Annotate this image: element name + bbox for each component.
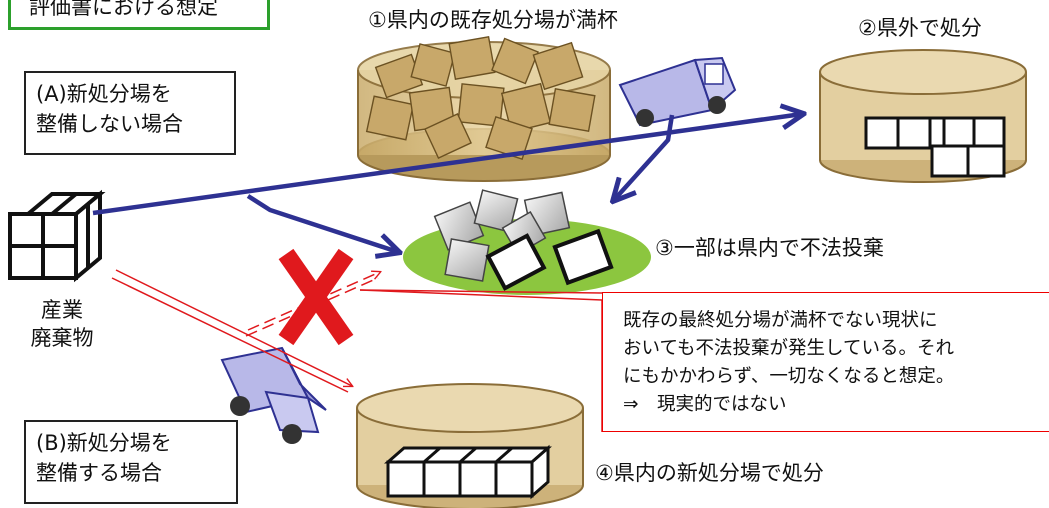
arrow-out-of-pref-to-dump <box>614 114 675 200</box>
truck-bottom-icon <box>220 346 327 444</box>
truck-top-icon <box>618 56 737 127</box>
arrow-to-new-landfill-b <box>111 277 349 393</box>
label-full-landfill: ①県内の既存処分場が満杯 <box>368 8 618 32</box>
callout-line4: ⇒ 現実的ではない <box>623 394 787 415</box>
scenario-b-line2: 整備する場合 <box>36 461 162 485</box>
landfill-out-of-pref-icon <box>819 49 1027 183</box>
callout-box: 既存の最終処分場が満杯でない現状に おいても不法投棄が発生している。それ にもか… <box>602 292 1049 432</box>
red-x-icon <box>278 248 354 346</box>
callout-line3: にもかかわらず、一切なくなると想定。 <box>623 366 955 387</box>
callout-line1: 既存の最終処分場が満杯でない現状に <box>623 310 938 331</box>
blue-arrows <box>92 114 802 252</box>
waste-line1: 産業 <box>41 298 83 322</box>
label-new-landfill: ④県内の新処分場で処分 <box>595 461 824 485</box>
label-illegal-dumping: ③一部は県内で不法投棄 <box>655 236 884 260</box>
scenario-a-line2: 整備しない場合 <box>36 112 183 136</box>
callout-line2: おいても不法投棄が発生している。それ <box>623 338 954 359</box>
callout-connector-top <box>359 289 603 294</box>
industrial-waste-cube-icon <box>8 189 106 283</box>
scenario-b-line1: (B)新処分場を <box>36 431 172 455</box>
scenario-b-box: (B)新処分場を 整備する場合 <box>24 420 238 504</box>
illegal-dump-site-icon <box>403 189 651 295</box>
header-label: 評価書における想定 <box>29 0 218 19</box>
label-industrial-waste: 産業 廃棄物 <box>24 296 100 352</box>
label-out-of-pref: ②県外で処分 <box>858 16 982 40</box>
landfill-full-icon <box>357 35 611 182</box>
scenario-a-box: (A)新処分場を 整備しない場合 <box>24 71 236 155</box>
waste-line2: 廃棄物 <box>30 326 94 350</box>
landfill-new-icon <box>356 383 584 508</box>
arrow-to-out-of-pref <box>92 114 802 216</box>
arrow-to-illegal-dump <box>246 194 398 252</box>
callout-connector-bottom <box>359 289 603 301</box>
scenario-a-line1: (A)新処分場を <box>36 82 172 106</box>
arrow-to-new-landfill-a <box>115 269 352 386</box>
header-label-box: 評価書における想定 <box>8 0 270 30</box>
